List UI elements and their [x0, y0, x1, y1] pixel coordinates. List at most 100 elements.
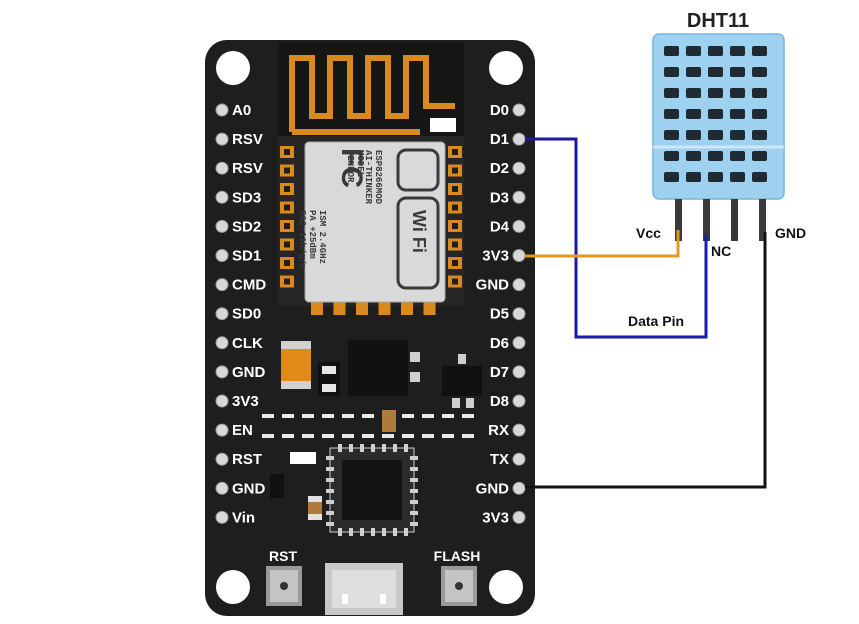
left-pin-dot — [215, 336, 229, 350]
right-pin-label: RX — [488, 422, 509, 439]
right-pin-label: D8 — [490, 393, 509, 410]
nodemcu-board: FC MODEL VENDOR ESP8266MOD AI-THINKER IS… — [205, 40, 535, 616]
sensor-vent — [752, 172, 767, 182]
right-pin-dot — [512, 103, 526, 117]
sensor-vent — [730, 151, 745, 161]
sensor-vent — [686, 172, 701, 182]
sensor-vent — [730, 130, 745, 140]
right-pin-dot — [512, 249, 526, 262]
wifi-logo-icon — [396, 148, 440, 192]
gnd-label: GND — [775, 225, 806, 241]
left-pin-dot — [215, 365, 229, 379]
left-pin-label: SD3 — [232, 189, 261, 206]
left-pin-label: GND — [232, 480, 266, 497]
right-pin-label: TX — [490, 451, 509, 468]
sensor-vent — [664, 46, 679, 56]
left-pin-dot — [215, 132, 229, 146]
sensor-vent — [686, 151, 701, 161]
sensor-vent — [752, 88, 767, 98]
data-pin-label: Data Pin — [628, 313, 684, 329]
sensor-vent — [664, 88, 679, 98]
module-pad — [356, 301, 368, 315]
sensor-vent — [752, 130, 767, 140]
sensor-pin-data — [703, 199, 710, 241]
right-pin-dot — [512, 161, 526, 175]
left-pin-dot — [215, 394, 229, 408]
sensor-title: DHT11 — [687, 10, 749, 32]
right-pin-dot — [512, 278, 526, 292]
left-pin-dot — [215, 510, 229, 524]
left-pin-label: Vin — [232, 509, 255, 526]
sensor-vent — [664, 67, 679, 77]
module-ism-label: ISM 2.4GHz — [317, 210, 327, 264]
sensor-vent — [752, 109, 767, 119]
sensor-vent — [730, 67, 745, 77]
left-pin-dot — [215, 161, 229, 175]
right-pin-dot — [512, 481, 526, 495]
rst-button[interactable] — [266, 566, 302, 606]
board-components — [262, 340, 482, 520]
right-pin-label: D0 — [490, 102, 509, 119]
module-std-label: 802.11b/g/n — [297, 210, 307, 269]
left-pin-label: SD2 — [232, 218, 261, 235]
left-pin-label: 3V3 — [232, 393, 259, 410]
right-pin-label: D4 — [490, 218, 510, 235]
module-part-label: ESP8266MOD — [373, 150, 383, 205]
micro-usb-port[interactable] — [325, 563, 403, 615]
rst-button-label: RST — [269, 548, 297, 564]
sensor-vent — [686, 67, 701, 77]
wires: Vcc NC GND Data Pin — [525, 137, 806, 489]
vcc-wire — [525, 230, 680, 258]
vcc-label: Vcc — [636, 225, 661, 241]
data-wire — [525, 137, 708, 339]
right-pin-label: D5 — [490, 306, 509, 323]
left-pin-dot — [215, 249, 229, 262]
left-pin-header: A0RSVRSVSD3SD2SD1CMDSD0CLKGND3V3ENRSTGND… — [215, 102, 266, 526]
left-pin-label: A0 — [232, 102, 251, 119]
gnd-wire — [525, 232, 767, 489]
sensor-vent — [730, 109, 745, 119]
mounting-hole-icon — [216, 570, 250, 604]
right-pin-label: D2 — [490, 160, 509, 177]
sensor-vent — [730, 172, 745, 182]
sensor-pin-nc — [731, 199, 738, 241]
sensor-vent — [686, 130, 701, 140]
right-pin-label: D3 — [490, 189, 509, 206]
module-pa-label: PA +25dBm — [307, 210, 317, 259]
dht11-sensor: DHT11 — [652, 10, 785, 241]
right-pin-dot — [512, 190, 526, 204]
flash-button[interactable] — [441, 566, 477, 606]
right-pin-label: GND — [476, 277, 510, 294]
right-pin-dot — [512, 510, 526, 524]
usb-serial-chip — [326, 444, 418, 536]
right-pin-label: D1 — [490, 131, 509, 148]
left-pin-dot — [215, 103, 229, 117]
sensor-vent — [752, 46, 767, 56]
right-pin-label: 3V3 — [482, 248, 509, 265]
right-pin-dot — [512, 219, 526, 233]
sensor-vent — [708, 67, 723, 77]
right-pin-dot — [512, 132, 526, 146]
left-pin-label: RST — [232, 451, 262, 468]
pcb-antenna — [278, 42, 464, 138]
right-pin-dot — [512, 336, 526, 350]
left-pin-dot — [215, 278, 229, 292]
sensor-vent — [708, 130, 723, 140]
sensor-vent — [708, 46, 723, 56]
sensor-vent — [708, 88, 723, 98]
left-pin-label: GND — [232, 364, 266, 381]
left-pin-dot — [215, 307, 229, 321]
module-pad — [311, 301, 323, 315]
sensor-vent — [686, 88, 701, 98]
mounting-hole-icon — [216, 51, 250, 85]
right-pin-dot — [512, 394, 526, 408]
right-pin-dot — [512, 423, 526, 437]
left-pin-dot — [215, 481, 229, 495]
wifi-logo-text: Wi Fi — [409, 210, 429, 253]
sensor-vent — [752, 67, 767, 77]
sensor-pin-gnd — [759, 199, 766, 241]
sensor-vent — [708, 151, 723, 161]
right-pin-label: D7 — [490, 364, 509, 381]
